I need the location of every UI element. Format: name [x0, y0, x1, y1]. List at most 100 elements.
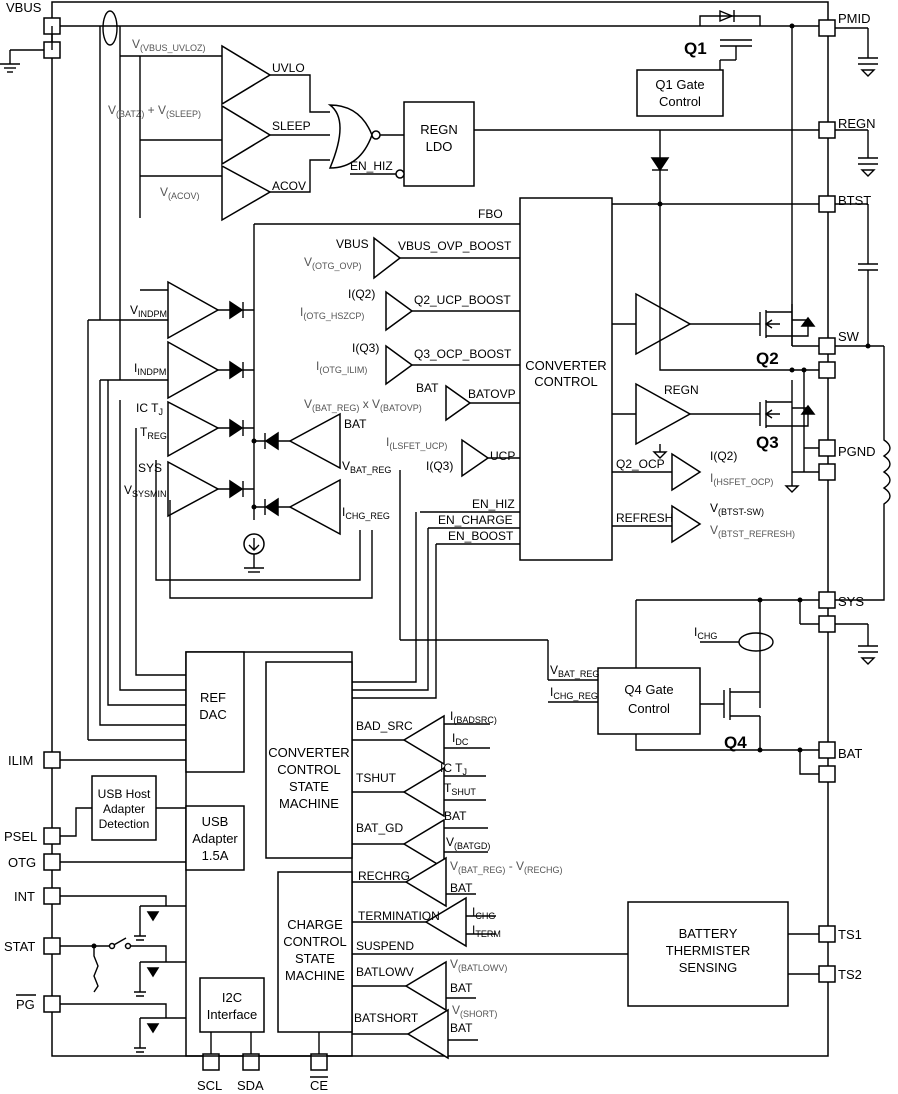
q4-label: Q4: [724, 733, 747, 752]
nor-gate: [327, 104, 373, 169]
btst-pin-label: BTST: [838, 193, 871, 208]
thermister-label-2: THERMISTER: [666, 943, 751, 958]
ucp-label: UCP: [490, 449, 515, 463]
sys-in-label: SYS: [138, 461, 162, 475]
battery-thermister-block: [627, 901, 789, 1007]
input-comparators: V(VBUS_UVLOZ) V(BATZ) + V(SLEEP) V(ACOV)…: [99, 26, 819, 380]
t-shut-label: TSHUT: [444, 781, 476, 797]
external-components: [0, 27, 891, 665]
refresh-label: REFRESH: [616, 511, 673, 525]
regn-pin: [818, 121, 836, 139]
v-acov-label: V(ACOV): [160, 185, 200, 201]
tshut-comparator: [402, 766, 445, 818]
iindpm-amp: [167, 340, 220, 400]
v-otg-ovp-label: V(OTG_OVP): [304, 255, 362, 271]
stat-pin-label: STAT: [4, 939, 35, 954]
thermister-label-3: SENSING: [679, 960, 738, 975]
bat-pin-2: [818, 765, 836, 783]
vbus-path: Q1 Q1 Gate Control: [51, 9, 819, 346]
scl-pin-label: SCL: [197, 1078, 222, 1093]
i-chg-reg-label: ICHG_REG: [342, 505, 390, 521]
q4-gate-label-1: Q4 Gate: [624, 682, 673, 697]
v-batz-sleep-label: V(BATZ) + V(SLEEP): [108, 103, 201, 119]
usb-adapter-label-2: Adapter: [192, 831, 238, 846]
pgnd-pin-2: [818, 463, 836, 481]
fbo-label: FBO: [478, 207, 503, 221]
uvlo-comparator: [221, 44, 272, 106]
ce-pin-label: CE: [310, 1078, 328, 1093]
otg-pin: [43, 853, 61, 871]
i2c-interface-block: [199, 977, 265, 1033]
int-pin: [43, 887, 61, 905]
q3-ocp-boost-label: Q3_OCP_BOOST: [414, 347, 512, 361]
regn-pin-label: REGN: [838, 116, 876, 131]
i-chg-term-label: ICHG: [472, 905, 495, 921]
q2-ucp-boost-comparator: [385, 290, 414, 332]
batovp-label: BATOVP: [468, 387, 516, 401]
i-q2-label: I(Q2): [348, 287, 375, 301]
converter-control-label-1: CONVERTER: [525, 358, 606, 373]
q2-ocp-comparator: [671, 452, 702, 492]
regn-ldo-block: [403, 101, 475, 187]
stat-pin: [43, 937, 61, 955]
q1-gate-label-2: Control: [659, 94, 701, 109]
bat-gd-comparator: [402, 818, 445, 870]
ic-tj2-label: IC TJ: [440, 761, 467, 777]
suspend-label: SUSPEND: [356, 939, 414, 953]
i-chg-label: ICHG: [694, 625, 717, 641]
acov-comparator: [221, 164, 272, 222]
bat-pin-label: BAT: [838, 746, 862, 761]
bat-ovp-in-label: BAT: [416, 381, 439, 395]
conv-sm-label-4: MACHINE: [279, 796, 339, 811]
i2c-label-2: Interface: [207, 1007, 258, 1022]
i-q3-label: I(Q3): [352, 341, 379, 355]
batlowv-comparator: [404, 960, 447, 1012]
v-btst-sw-label: V(BTST-SW): [710, 501, 764, 517]
q3-ocp-boost-comparator: [385, 344, 414, 386]
charge-sm-label-3: STATE: [295, 951, 335, 966]
bat-reg-in-label: BAT: [344, 417, 367, 431]
refresh-comparator: [671, 504, 702, 544]
boost-comparators: FBO VBUS V(OTG_OVP) VBUS_OVP_BOOST I(Q2)…: [253, 207, 520, 545]
batshort-comparator: [406, 1008, 449, 1060]
rechrg-label: RECHRG: [358, 869, 410, 883]
treg-amp: [167, 400, 220, 458]
vbus-ovp-boost-label: VBUS_OVP_BOOST: [398, 239, 512, 253]
q2-ucp-boost-label: Q2_UCP_BOOST: [414, 293, 511, 307]
charge-sm-label-2: CONTROL: [283, 934, 347, 949]
ts1-pin-label: TS1: [838, 927, 862, 942]
pmid-pin-label: PMID: [838, 11, 871, 26]
bat-lowv-label: BAT: [450, 981, 473, 995]
sw-pin-label: SW: [838, 329, 860, 344]
regulation-amplifiers: VINDPM IINDPM IC TJ TREG SYS VSYSMIN BAT…: [87, 280, 391, 740]
ts1-pin: [818, 925, 836, 943]
usb-adapter-block: [185, 805, 245, 871]
ucp-comparator: [461, 438, 490, 478]
pgnd-pin-label: PGND: [838, 444, 876, 459]
sys-pin-label: SYS: [838, 594, 864, 609]
i-otg-hszcp-label: I(OTG_HSZCP): [300, 305, 364, 321]
q4-section: ICHG Q4 Gate Control VBAT_REG ICHG_REG Q…: [548, 597, 819, 775]
converter-control-label-2: CONTROL: [534, 374, 598, 389]
q1-gate-control-block: [636, 69, 724, 117]
chip-outline: [51, 1, 829, 1057]
uvlo-label: UVLO: [272, 61, 305, 75]
sleep-label: SLEEP: [272, 119, 311, 133]
v-batgd-label: V(BATGD): [446, 835, 490, 851]
i-q2-ocp-label: I(Q2): [710, 449, 737, 463]
v-short-label: V(SHORT): [452, 1003, 497, 1019]
q2-label: Q2: [756, 349, 779, 368]
regn-ldo-label-1: REGN: [420, 122, 458, 137]
batovp-comparator: [445, 384, 472, 422]
bat-reg-amp: [288, 412, 341, 470]
usb-host-label-3: Detection: [99, 817, 150, 831]
acov-label: ACOV: [272, 179, 306, 193]
ichg-reg-amp: [288, 478, 341, 536]
termination-comparator: [424, 896, 467, 948]
i-q3-ucp-label: I(Q3): [426, 459, 453, 473]
i2c-label-1: I2C: [222, 990, 242, 1005]
regn-comp-label: REGN: [664, 383, 699, 397]
converter-control-block: [519, 197, 613, 561]
usb-host-label-2: Adapter: [103, 802, 145, 816]
